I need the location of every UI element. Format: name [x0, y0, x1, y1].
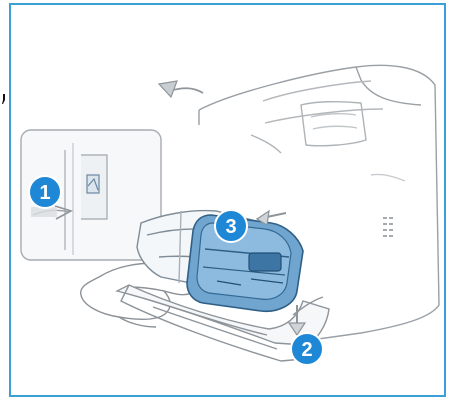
stray-page-mark	[0, 92, 8, 108]
rotate-arrow-icon	[159, 81, 203, 97]
printer-vent	[383, 217, 393, 237]
illustration-frame: 1 3 2	[9, 3, 446, 397]
callout-label-2: 2	[301, 339, 312, 361]
callout-badge-2: 2	[291, 333, 323, 365]
callout-badge-1: 1	[29, 176, 61, 208]
callout-label-3: 3	[225, 216, 236, 238]
callout-label-1: 1	[39, 182, 50, 204]
callout-badge-3: 3	[215, 210, 247, 242]
printer-installation-illustration: 1 3 2	[11, 5, 446, 397]
